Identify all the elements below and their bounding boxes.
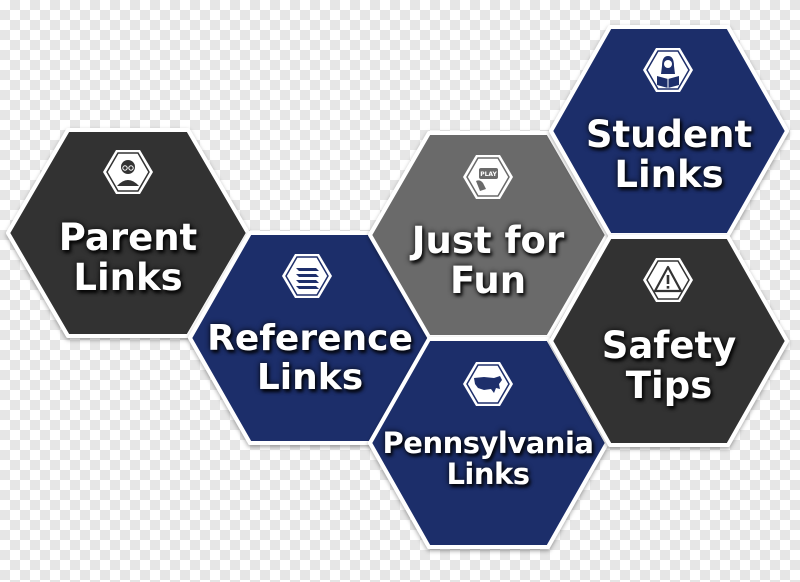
- label-parent-line2: Links: [73, 255, 183, 299]
- label-pa-line2: Links: [446, 457, 530, 492]
- student-reading-icon: [643, 48, 693, 92]
- label-safety-tips[interactable]: Safety Tips: [559, 326, 779, 406]
- tile-just-for-fun[interactable]: PLAY: [368, 131, 609, 339]
- usa-map-icon: [463, 362, 513, 406]
- label-student-links[interactable]: Student Links: [559, 115, 779, 195]
- books-stack-icon: [282, 254, 332, 298]
- warning-triangle-icon: [643, 258, 693, 302]
- label-reference-line2: Links: [256, 356, 364, 398]
- label-safety-line1: Safety: [601, 324, 737, 367]
- play-button-hand-icon: PLAY: [463, 155, 513, 199]
- tile-safety-tips[interactable]: [549, 235, 789, 447]
- label-reference-line1: Reference: [207, 318, 413, 359]
- label-parent-links[interactable]: Parent Links: [28, 218, 228, 298]
- label-just-for-fun[interactable]: Just for Fun: [378, 221, 598, 301]
- tile-parent-links[interactable]: [6, 128, 250, 338]
- label-student-line1: Student: [585, 113, 753, 156]
- label-pennsylvania-links[interactable]: Pennsylvania Links: [373, 426, 603, 492]
- hex-parent-links[interactable]: [6, 128, 250, 338]
- label-parent-line1: Parent: [58, 216, 198, 259]
- label-fun-line2: Fun: [449, 258, 527, 302]
- label-reference-links[interactable]: Reference Links: [200, 318, 420, 398]
- label-pa-line1: Pennsylvania: [382, 426, 594, 460]
- hex-pennsylvania-links[interactable]: [368, 337, 609, 549]
- play-icon-text: PLAY: [480, 171, 497, 178]
- label-student-line2: Links: [614, 152, 724, 196]
- label-fun-line1: Just for: [411, 219, 565, 262]
- hex-safety-tips[interactable]: [549, 235, 789, 447]
- tile-pennsylvania-links[interactable]: [368, 337, 609, 549]
- label-safety-line2: Tips: [625, 363, 713, 407]
- parent-glasses-icon: [103, 150, 153, 194]
